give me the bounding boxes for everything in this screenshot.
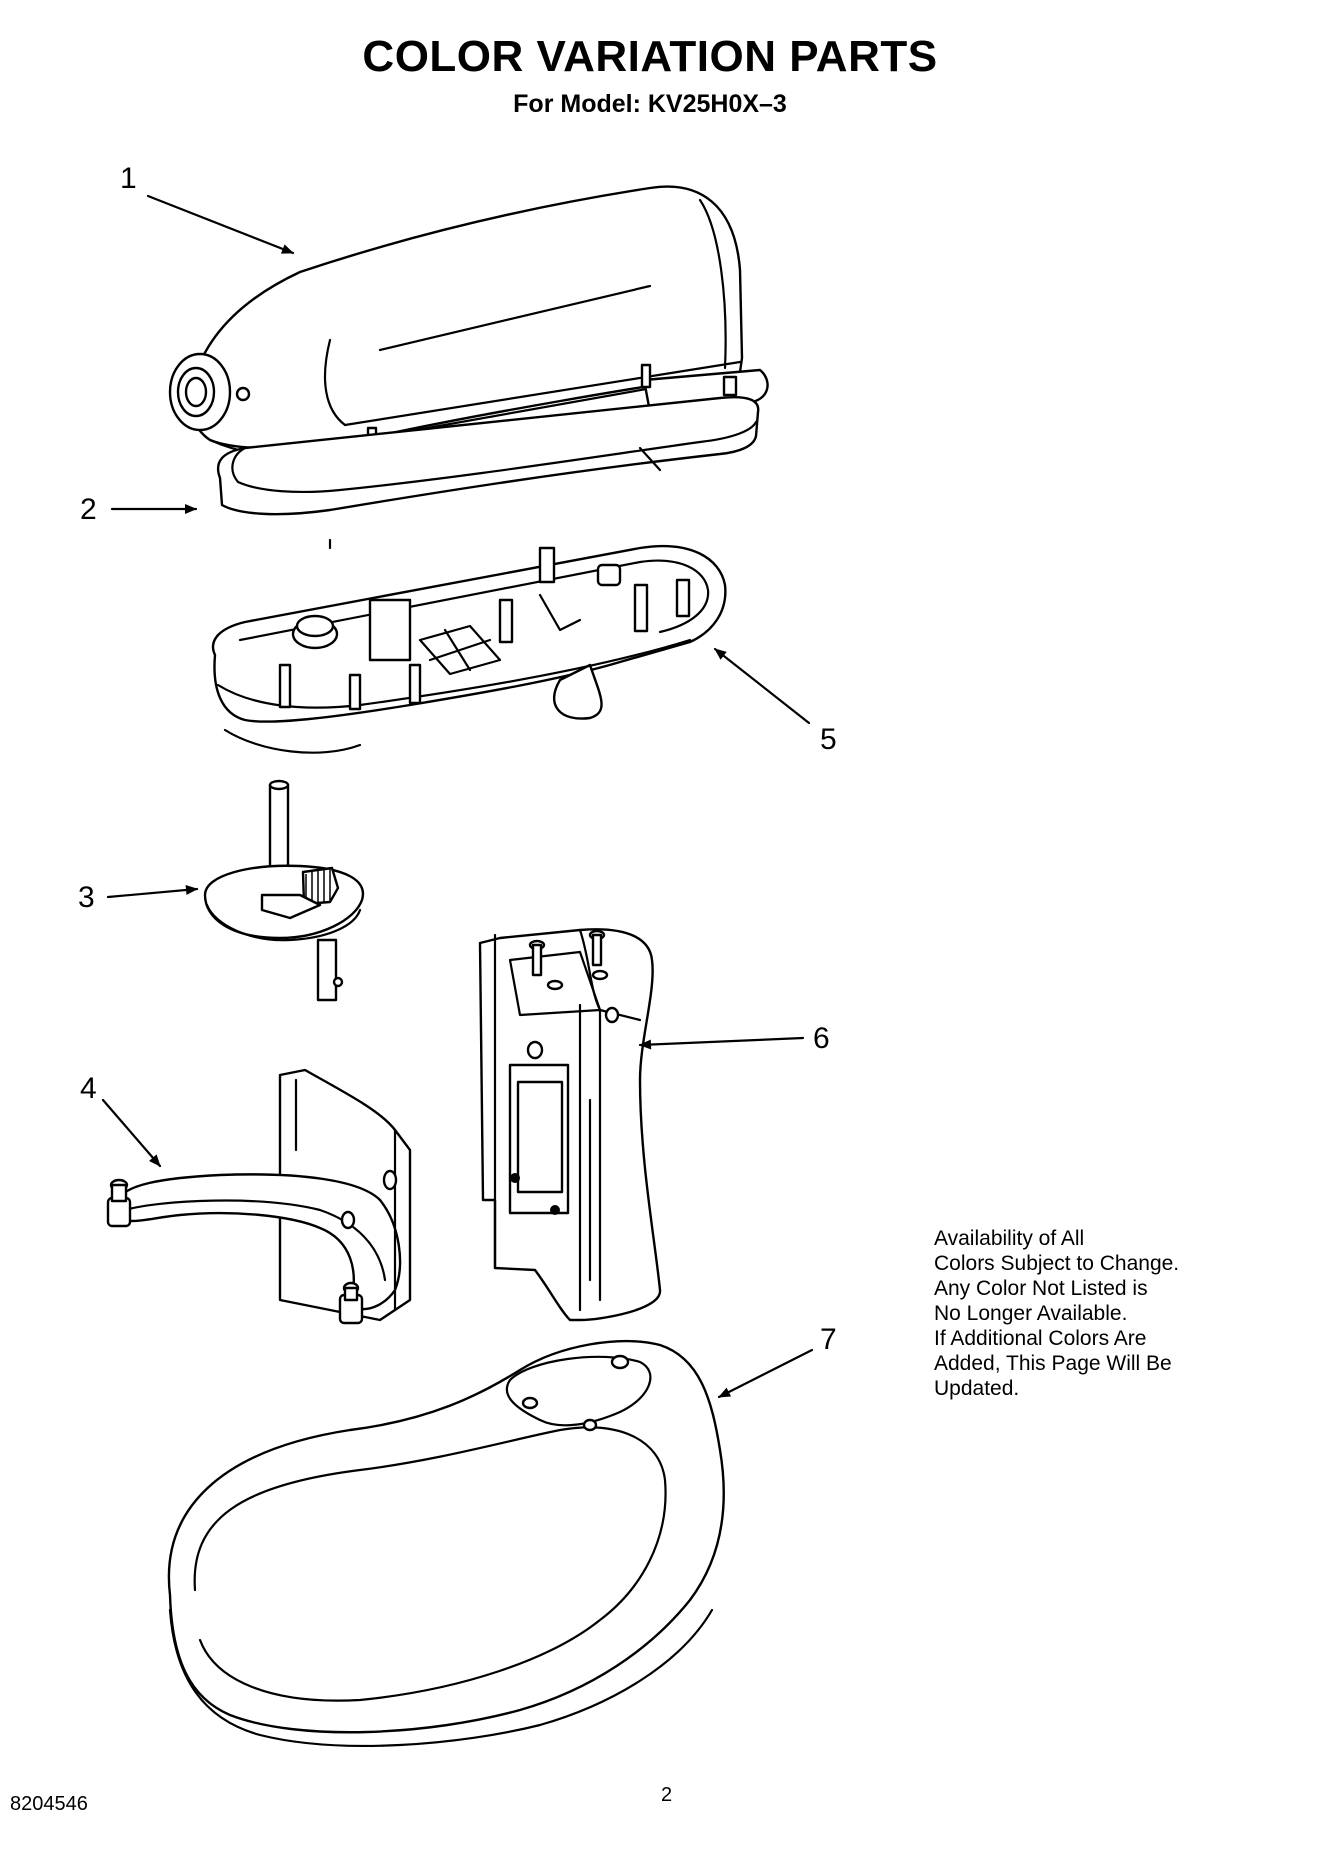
note-line: Availability of All (934, 1227, 1085, 1250)
document-number: 8204546 (10, 1793, 88, 1815)
motor-housing-drawing (168, 185, 769, 459)
callout-4: 4 (80, 1072, 97, 1105)
page-title: COLOR VARIATION PARTS (362, 32, 938, 81)
planetary-shaft-gear-drawing (203, 779, 365, 1002)
callout-6: 6 (813, 1022, 830, 1055)
note-line: No Longer Available. (934, 1302, 1128, 1325)
callout-7: 7 (820, 1323, 837, 1356)
note-line: Any Color Not Listed is (934, 1277, 1148, 1300)
page-number: 2 (661, 1784, 673, 1806)
note-line: If Additional Colors Are (934, 1327, 1147, 1350)
color-availability-note: Availability of All Colors Subject to Ch… (934, 1226, 1234, 1401)
callout-2: 2 (80, 493, 97, 526)
bowl-clamping-plate-drawing (106, 1068, 412, 1325)
leader-lines (101, 194, 814, 1399)
note-line: Added, This Page Will Be (934, 1352, 1172, 1375)
pedestal-drawing (478, 928, 662, 1322)
note-line: Updated. (934, 1377, 1020, 1400)
gear-case-base-drawing (212, 544, 727, 754)
trim-band-drawing (216, 396, 760, 550)
callout-1: 1 (120, 162, 137, 195)
model-subtitle: For Model: KV25H0X–3 (513, 90, 787, 118)
note-line: Colors Subject to Change. (934, 1252, 1180, 1275)
callout-3: 3 (78, 881, 95, 914)
callout-5: 5 (820, 723, 837, 756)
base-drawing (167, 1340, 725, 1747)
